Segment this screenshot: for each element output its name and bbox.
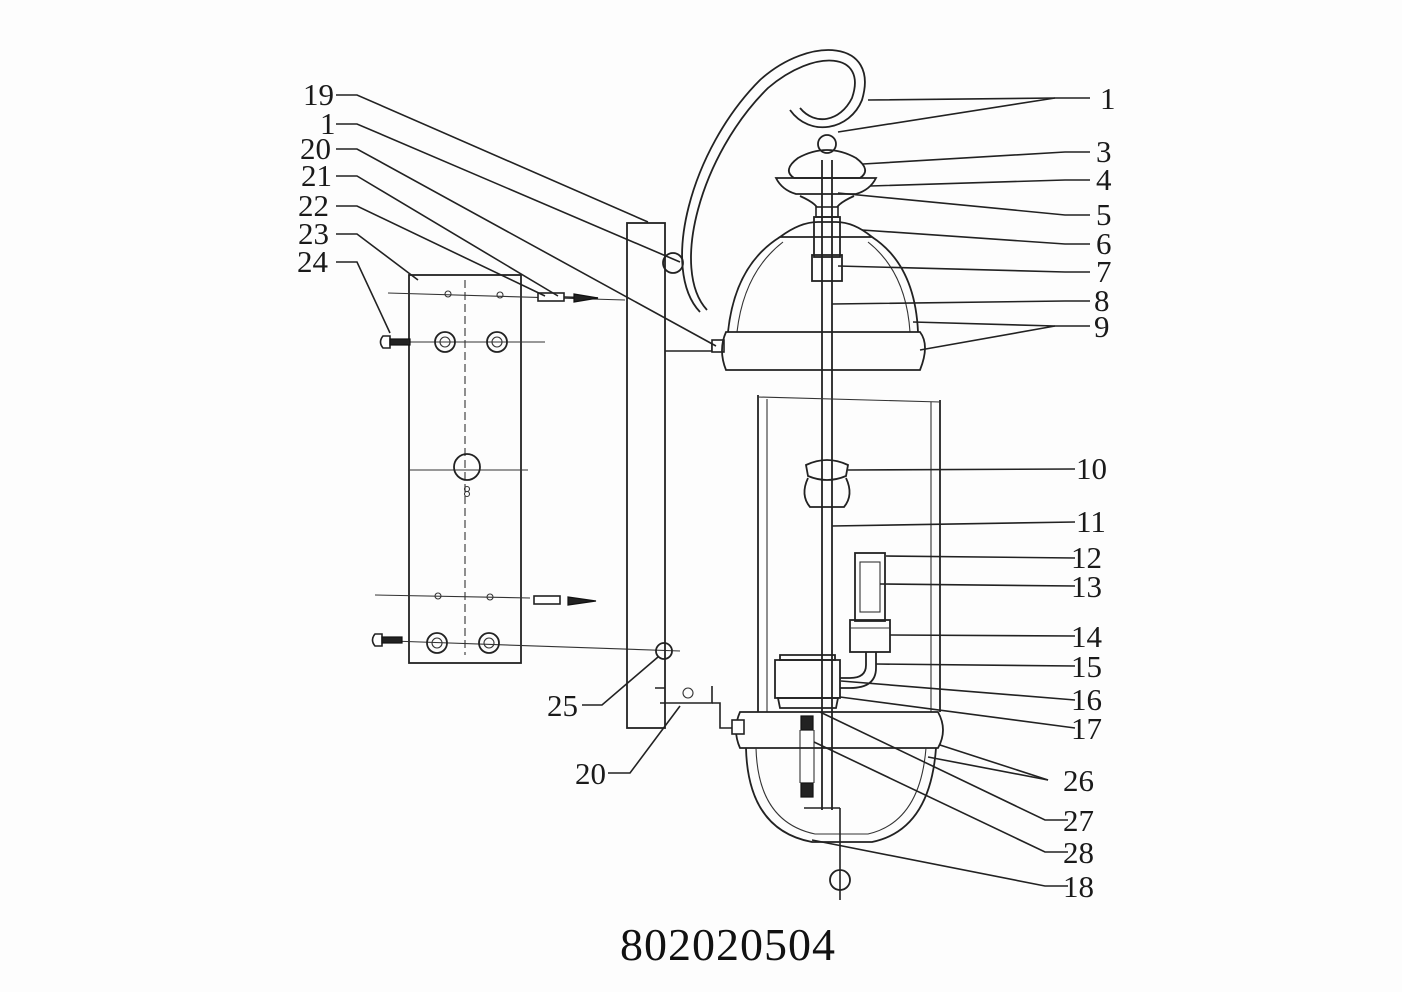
- callout-4: 4: [1096, 162, 1112, 197]
- callout-13: 13: [1071, 569, 1102, 604]
- callout-6: 6: [1096, 226, 1112, 261]
- callout-12: 12: [1071, 540, 1102, 575]
- callout-22: 22: [298, 188, 329, 223]
- callout-10: 10: [1076, 451, 1107, 486]
- leader-lines: [336, 94, 1090, 887]
- callout-20-upper: 20: [300, 131, 331, 166]
- callout-1-left: 1: [320, 106, 336, 141]
- callout-17: 17: [1071, 711, 1102, 746]
- callout-27: 27: [1063, 803, 1094, 838]
- callout-11: 11: [1076, 504, 1106, 539]
- callout-labels-left: 19 1 20 21 22 23 24: [297, 77, 336, 279]
- centre-rod: [803, 160, 851, 810]
- lantern-top: [721, 134, 926, 371]
- callout-24: 24: [297, 244, 329, 279]
- callout-20-lower: 20: [575, 756, 606, 791]
- callout-7: 7: [1096, 254, 1112, 289]
- callout-1-right: 1: [1100, 81, 1116, 116]
- scroll-arm: [681, 49, 866, 313]
- wall-anchor-upper: [537, 292, 599, 303]
- callout-8: 8: [1094, 283, 1110, 318]
- callout-25: 25: [547, 688, 578, 723]
- callout-19: 19: [303, 77, 334, 112]
- callout-labels-right: 1 3 4 5 6 7 8 9 10 11 12 13 14 15 16 17 …: [1063, 81, 1116, 904]
- model-number: 802020504: [620, 919, 836, 970]
- callout-26: 26: [1063, 763, 1094, 798]
- callout-21: 21: [301, 158, 332, 193]
- callout-23: 23: [298, 216, 329, 251]
- callout-3: 3: [1096, 134, 1112, 169]
- wall-anchor-lower: [533, 595, 597, 606]
- callout-labels-bottom-left: 25 20: [547, 688, 606, 791]
- callout-9: 9: [1094, 309, 1110, 344]
- callout-18: 18: [1063, 869, 1094, 904]
- callout-16: 16: [1071, 682, 1102, 717]
- mounting-plate: [374, 274, 681, 664]
- back-plate: [626, 222, 735, 729]
- screw-upper: [379, 335, 411, 349]
- lantern-bottom: [731, 711, 944, 900]
- socket-assembly: [774, 552, 891, 798]
- callout-28: 28: [1063, 835, 1094, 870]
- screw-lower: [371, 633, 403, 647]
- callout-15: 15: [1071, 649, 1102, 684]
- callout-5: 5: [1096, 197, 1112, 232]
- callout-14: 14: [1071, 619, 1103, 654]
